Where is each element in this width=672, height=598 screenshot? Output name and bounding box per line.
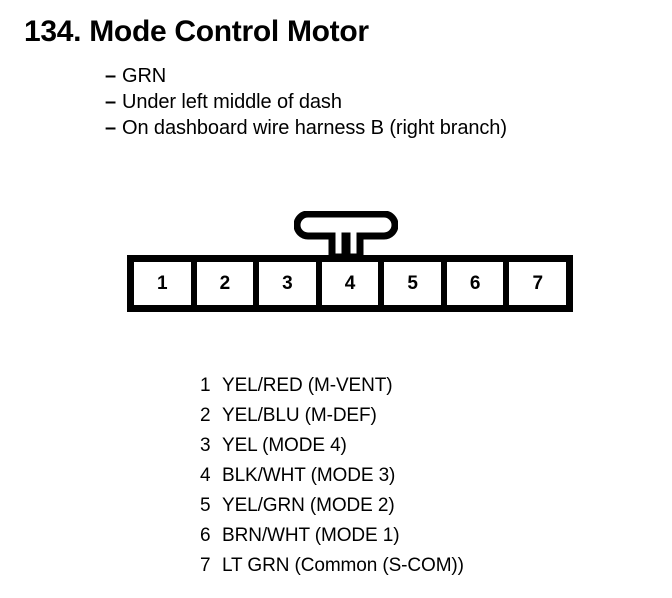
pin-cell-5[interactable]: 5 [384, 262, 447, 305]
legend-row: 7 LT GRN (Common (S-COM)) [200, 551, 464, 581]
dash-marker: – [105, 65, 117, 87]
note-item: – On dashboard wire harness B (right bra… [105, 115, 645, 141]
legend-pin-number: 2 [200, 405, 211, 426]
note-text: On dashboard wire harness B (right branc… [122, 117, 507, 139]
legend-pin-description: LT GRN (Common (S-COM)) [222, 555, 464, 576]
pin-number: 2 [219, 273, 231, 294]
dash-marker: – [105, 117, 117, 139]
legend-pin-description: BRN/WHT (MODE 1) [222, 525, 400, 546]
pin-cell-3[interactable]: 3 [259, 262, 322, 305]
pin-number: 1 [157, 273, 168, 294]
legend-pin-number: 3 [200, 435, 211, 456]
legend-pin-number: 5 [200, 495, 211, 516]
connector-diagram: 1 2 3 4 5 6 7 [127, 211, 573, 312]
pin-number: 4 [344, 273, 356, 294]
note-text: GRN [122, 65, 167, 87]
connector-housing: 1 2 3 4 5 6 7 [127, 255, 573, 312]
legend-row: 4 BLK/WHT (MODE 3) [200, 461, 464, 491]
pin-cell-4[interactable]: 4 [321, 262, 385, 305]
note-item: – GRN [105, 63, 645, 89]
legend-pin-description: YEL/GRN (MODE 2) [222, 495, 395, 516]
notes-list: – GRN – Under left middle of dash – On d… [105, 63, 645, 141]
legend-pin-description: YEL/BLU (M-DEF) [222, 405, 377, 426]
dash-marker: – [105, 91, 117, 113]
legend-row: 5 YEL/GRN (MODE 2) [200, 491, 464, 521]
legend-pin-description: BLK/WHT (MODE 3) [222, 465, 396, 486]
legend-pin-number: 7 [200, 555, 211, 576]
legend-pin-number: 6 [200, 525, 211, 546]
legend-pin-number: 4 [200, 465, 211, 486]
legend-pin-description: YEL (MODE 4) [222, 435, 347, 456]
legend-row: 3 YEL (MODE 4) [200, 431, 464, 461]
pin-number: 6 [469, 273, 481, 294]
note-item: – Under left middle of dash [105, 89, 645, 115]
page-title: 134. Mode Control Motor [24, 15, 369, 48]
legend-pin-number: 1 [200, 375, 211, 396]
pin-cell-2[interactable]: 2 [196, 262, 260, 305]
note-text: Under left middle of dash [122, 91, 342, 113]
pin-cell-1[interactable]: 1 [134, 262, 197, 305]
pin-cell-7[interactable]: 7 [509, 262, 567, 305]
legend-pin-description: YEL/RED (M-VENT) [222, 375, 393, 396]
connector-latch-tab-icon [294, 211, 398, 257]
pin-cell-6[interactable]: 6 [446, 262, 510, 305]
legend-row: 6 BRN/WHT (MODE 1) [200, 521, 464, 551]
pin-number: 5 [407, 273, 418, 294]
legend-row: 2 YEL/BLU (M-DEF) [200, 401, 464, 431]
pin-legend: 1 YEL/RED (M-VENT) 2 YEL/BLU (M-DEF) 3 Y… [200, 371, 464, 581]
legend-row: 1 YEL/RED (M-VENT) [200, 371, 464, 401]
pin-number: 3 [282, 273, 293, 294]
pin-number: 7 [532, 273, 544, 294]
